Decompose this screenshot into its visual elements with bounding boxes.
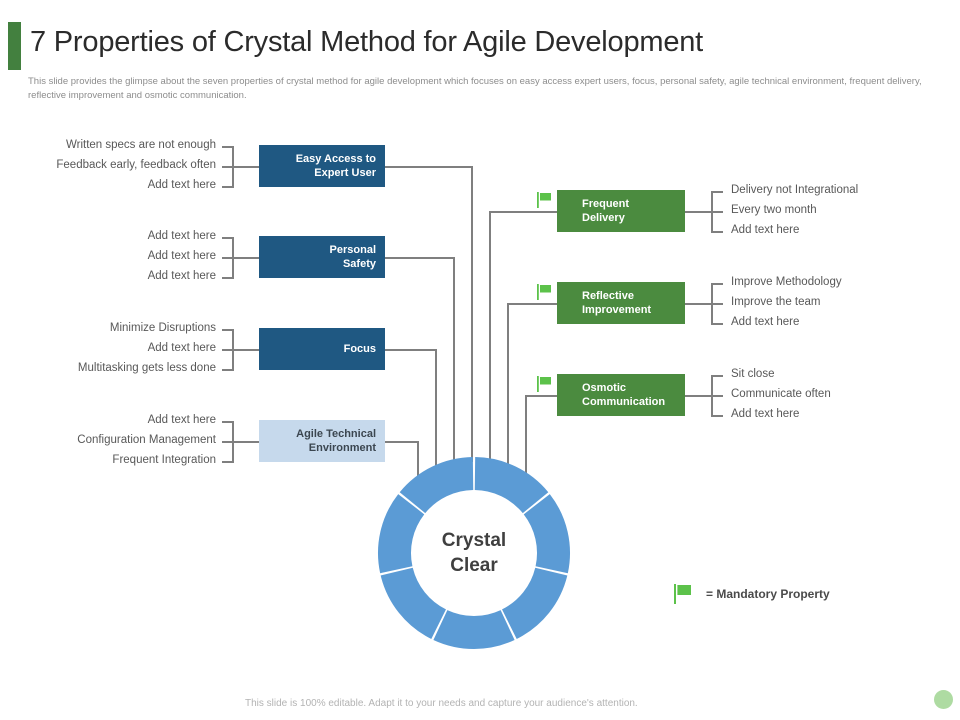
list-item: Every two month [731,204,817,216]
connector-tick [711,191,723,193]
connector-stem [232,166,259,168]
property-box-easy-access[interactable]: Easy Access to Expert User [259,145,385,187]
connector-branch [489,211,491,462]
connector-tick [711,415,723,417]
connector-branch [525,395,557,397]
property-box-reflective-improvement[interactable]: Reflective Improvement [557,282,685,324]
list-item: Written specs are not enough [65,139,216,151]
connector-branch [453,257,455,462]
property-box-label: Personal Safety [329,244,376,270]
connector-branch [489,211,557,213]
connector-branch [507,303,509,466]
connector-tick [711,323,723,325]
connector-stem [232,349,259,351]
connector-branch [385,257,455,259]
footer-note: This slide is 100% editable. Adapt it to… [245,698,638,709]
property-box-agile-technical-environment[interactable]: Agile Technical Environment [259,420,385,462]
connector-stem [685,395,713,397]
list-item: Configuration Management [77,434,216,446]
connector-tick [222,441,234,443]
list-item: Feedback early, feedback often [56,159,216,171]
connector-tick [222,257,234,259]
connector-tick [711,395,723,397]
property-box-label: Osmotic Communication [582,382,666,408]
connector-tick [222,277,234,279]
list-item: Add text here [147,250,216,262]
connector-tick [711,283,723,285]
list-item: Add text here [731,316,800,328]
connector-tick [222,369,234,371]
list-item: Add text here [731,224,800,236]
property-box-label: Focus [343,343,376,355]
flag-icon [537,192,551,208]
connector-tick [222,329,234,331]
list-item: Communicate often [731,388,831,400]
list-item: Add text here [147,270,216,282]
connector-branch [417,441,419,481]
legend: = Mandatory Property [672,583,830,605]
donut-segment[interactable] [474,457,549,514]
donut-segment[interactable] [380,567,446,639]
connector-branch [525,395,527,478]
list-item: Add text here [147,414,216,426]
property-box-label: Easy Access to Expert User [295,153,376,179]
connector-branch [507,303,557,305]
connector-stem [232,257,259,259]
connector-branch [471,166,473,462]
property-box-label: Agile Technical Environment [296,428,376,454]
donut-segment[interactable] [523,494,570,574]
list-item: Improve the team [731,296,821,308]
flag-icon [537,284,551,300]
connector-tick [711,375,723,377]
list-item: Improve Methodology [731,276,842,288]
connector-stem [685,303,713,305]
connector-tick [222,146,234,148]
page-title: 7 Properties of Crystal Method for Agile… [30,26,704,58]
donut-segment[interactable] [399,457,474,514]
property-box-personal-safety[interactable]: Personal Safety [259,236,385,278]
list-item: Add text here [731,408,800,420]
list-item: Minimize Disruptions [109,322,216,334]
connector-branch [385,441,419,443]
donut-segment[interactable] [502,567,568,639]
list-item: Add text here [147,179,216,191]
list-item: Frequent Integration [112,454,216,466]
property-box-label: Reflective Improvement [582,290,652,316]
connector-tick [222,461,234,463]
footer-dot [934,690,953,709]
connector-tick [711,303,723,305]
list-item: Delivery not Integrational [731,184,859,196]
list-item: Sit close [731,368,775,380]
connector-tick [222,166,234,168]
connector-branch [385,166,473,168]
connector-tick [711,211,723,213]
donut-segment[interactable] [433,610,515,649]
list-item: Add text here [147,230,216,242]
property-box-frequent-delivery[interactable]: Frequent Delivery [557,190,685,232]
legend-label: = Mandatory Property [706,587,830,601]
property-box-osmotic-communication[interactable]: Osmotic Communication [557,374,685,416]
connector-stem [232,441,259,443]
flag-icon [537,376,551,392]
page-subtitle: This slide provides the glimpse about th… [28,76,922,101]
connector-tick [222,349,234,351]
connector-branch [385,349,437,351]
property-box-label: Frequent Delivery [582,198,630,224]
list-item: Add text here [147,342,216,354]
property-box-focus[interactable]: Focus [259,328,385,370]
connector-tick [222,421,234,423]
connector-tick [222,237,234,239]
connector-stem [685,211,713,213]
title-accent-bar [8,22,21,70]
connector-tick [711,231,723,233]
connector-tick [222,186,234,188]
list-item: Multitasking gets less done [77,362,216,374]
crystal-clear-donut-chart [378,457,570,649]
flag-icon [674,584,691,604]
connector-branch [435,349,437,469]
donut-segment[interactable] [378,494,425,574]
